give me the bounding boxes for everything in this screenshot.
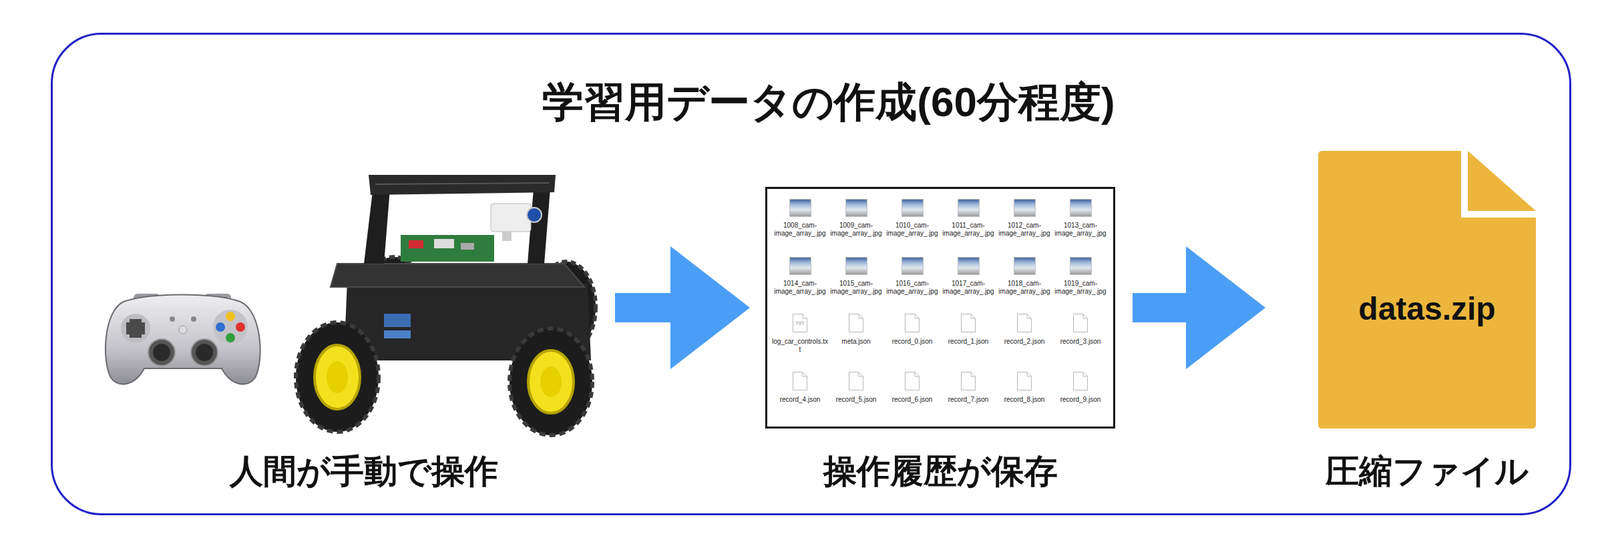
file-type-tag: TXT [795,321,805,327]
file-fold [1467,150,1536,212]
file-name: record_0.json [884,337,941,346]
file-name: 1018_cam-image_array_.jpg [996,279,1053,296]
gamepad [105,293,261,384]
flow-arrow [615,246,750,370]
file-name: record_3.json [1052,337,1109,346]
file-name: 1013_cam-image_array_.jpg [1052,221,1109,238]
file-name: 1010_cam-image_array_.jpg [884,221,941,238]
file-name: meta.json [828,337,885,346]
file-name: 1015_cam-image_array_.jpg [828,279,885,296]
step-caption: 操作履歴が保存 [823,451,1058,492]
file-name: 1019_cam-image_array_.jpg [1052,279,1109,296]
file-name: 1017_cam-image_array_.jpg [940,279,997,296]
file-name: 1014_cam-image_array_.jpg [771,279,829,296]
file-name: 1016_cam-image_array_.jpg [884,279,941,296]
step-caption: 人間が手動で操作 [229,451,499,492]
file-name: record_6.json [884,395,941,405]
file-name: log_car_controls.txt [771,337,829,354]
file-name: record_7.json [940,395,997,405]
manual-driving-group: 人間が手動で操作 [93,166,608,495]
robot-car [295,174,596,436]
flow-arrow [1132,246,1266,370]
file-list-box: 1008_cam-image_array_.jpg1009_cam-image_… [765,186,1116,429]
file-name: record_4.json [771,395,829,405]
file-name: record_9.json [1052,395,1109,405]
file-name: 1012_cam-image_array_.jpg [996,221,1053,238]
file-name: record_8.json [996,395,1053,405]
file-name: 1011_cam-image_array_.jpg [940,221,997,238]
file-name: record_1.json [940,337,997,346]
zip-file-shape [1318,150,1536,429]
file-name: record_5.json [828,395,885,405]
diagram-title: 学習用データの作成(60分程度) [542,77,1115,127]
file-icons [789,199,1092,391]
outer-frame: 学習用データの作成(60分程度) 人間が手動で操作 1008_cam-image_a… [50,32,1572,516]
file-name-label: datas.zip [1358,289,1496,329]
file-body [1318,150,1536,429]
zip-file-icon: datas.zip圧縮ファイル [1318,150,1536,429]
file-name: 1008_cam-image_array_.jpg [771,221,829,238]
file-name: 1009_cam-image_array_.jpg [828,221,885,238]
step-caption: 圧縮ファイル [1325,451,1529,492]
file-name: record_2.json [996,337,1053,346]
